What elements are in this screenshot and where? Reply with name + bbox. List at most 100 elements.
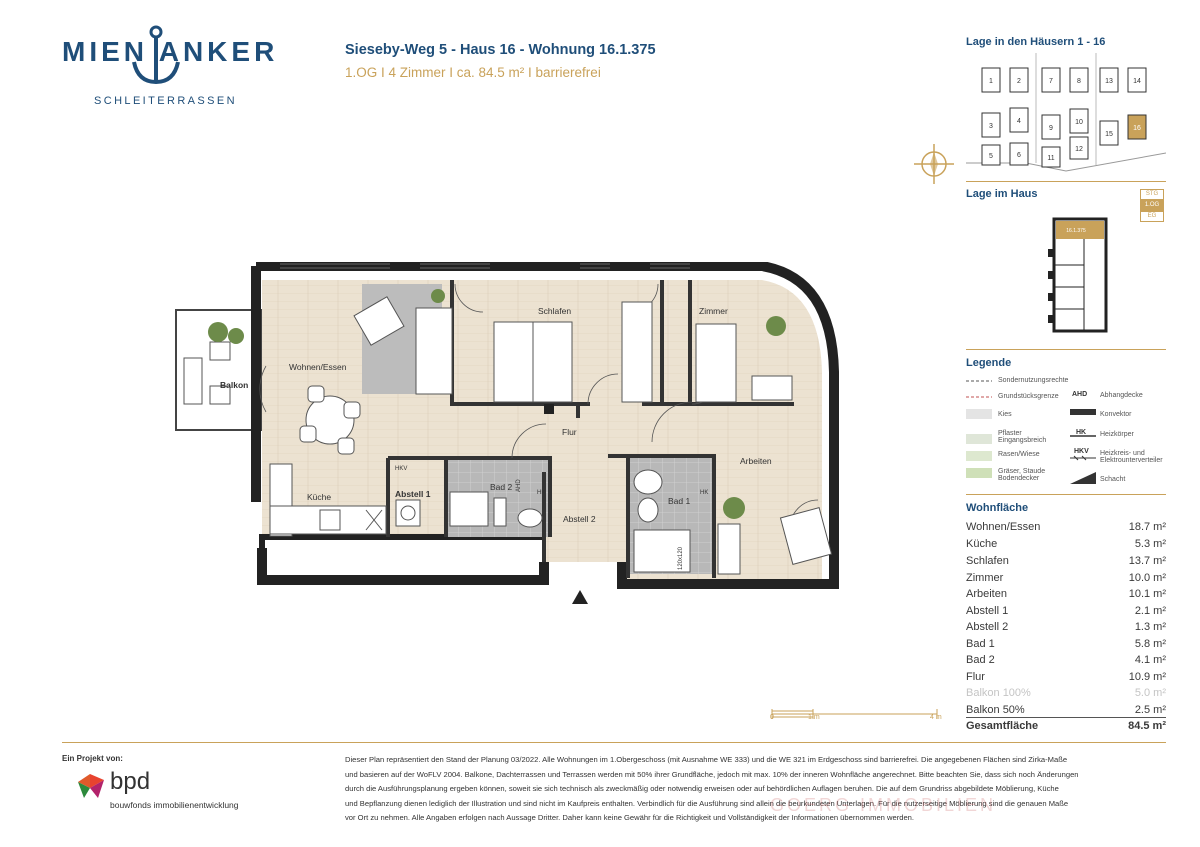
site-house-label: 2 <box>1017 78 1021 85</box>
area-value: 5.8 m² <box>1134 638 1166 650</box>
area-value: 10.0 m² <box>1128 572 1166 584</box>
area-value: 4.1 m² <box>1134 654 1166 666</box>
anchor-icon <box>132 25 180 85</box>
disclaimer-line: Dieser Plan repräsentiert den Stand der … <box>345 755 1068 764</box>
area-value: 10.1 m² <box>1128 588 1166 600</box>
room-label-balkon: Balkon <box>220 380 249 390</box>
logo-text: MIEN ANKER <box>62 36 279 67</box>
area-row: Balkon 50% 2.5 m² <box>966 704 1166 720</box>
area-name: Bad 2 <box>966 654 995 666</box>
area-value: 18.7 m² <box>1128 521 1166 533</box>
legend-code: HK <box>1076 429 1087 436</box>
bpd-logo-icon <box>78 774 104 798</box>
disclaimer-line: und Bepflanzung dienen lediglich der Ill… <box>345 798 1069 808</box>
site-house-label: 4 <box>1017 118 1021 125</box>
area-value: 5.3 m² <box>1134 538 1166 550</box>
logo-wordmark: MIEN ANKER <box>62 36 278 68</box>
area-name: Gesamtfläche <box>966 720 1039 732</box>
room-label-bad1: Bad 1 <box>668 496 691 506</box>
keyplan-unit-label: 16.1.375 <box>1066 228 1086 234</box>
footer-divider <box>62 742 1166 743</box>
disclaimer-line: durch die Ausführungsplanung ergeben kön… <box>345 784 1059 794</box>
area-value: 5.0 m² <box>1134 687 1166 699</box>
site-house-label: 15 <box>1105 131 1113 138</box>
room-label-flur: Flur <box>562 427 577 437</box>
logo-subtitle: SCHLEITERRASSEN <box>94 95 237 107</box>
area-name: Abstell 2 <box>966 621 1009 633</box>
area-value: 2.1 m² <box>1134 605 1166 617</box>
legend-code: AHD <box>1072 391 1088 398</box>
legend-label: Pflaster Eingangsbreich <box>998 430 1047 444</box>
site-house-label: 11 <box>1047 155 1054 162</box>
area-value: 1.3 m² <box>1134 621 1166 633</box>
legend-label: Sondernutzungsrechte <box>998 377 1069 384</box>
site-house-label: 12 <box>1075 146 1083 153</box>
area-row: Zimmer 10.0 m² <box>966 572 1166 588</box>
area-value: 84.5 m² <box>1128 720 1166 732</box>
plan-tag: AHD <box>516 479 522 492</box>
area-name: Küche <box>966 538 998 550</box>
plan-tag: 120x120 <box>678 546 684 570</box>
floor-level-list: STG 1.OG EG <box>1140 189 1164 222</box>
floor-level: STG <box>1140 189 1164 200</box>
legend-label: Konvektor <box>1100 411 1132 418</box>
scale-label: 0 <box>770 714 774 721</box>
plan-tag: HK <box>700 490 709 496</box>
site-house-label: 1 <box>989 78 993 85</box>
legend-label: Heizkreis- und Elektrounterverteiler <box>1100 450 1163 464</box>
page-subtitle: 1.OG I 4 Zimmer I ca. 84.5 m² I barriere… <box>345 65 601 80</box>
site-house-label: 10 <box>1075 119 1083 126</box>
legend-label: Gräser, Staude Bodendecker <box>998 468 1046 482</box>
area-name: Wohnen/Essen <box>966 521 1041 533</box>
plan-tag: HKV <box>395 466 408 472</box>
floor-plan <box>175 262 839 604</box>
area-name: Bad 1 <box>966 638 995 650</box>
legend-code: HKV <box>1074 448 1089 455</box>
area-row: Wohnen/Essen 18.7 m² <box>966 521 1166 537</box>
watermark: GOERG IMMOBILIEN <box>770 795 997 815</box>
plan-tag: HK <box>537 490 546 496</box>
area-value: 2.5 m² <box>1134 704 1166 716</box>
legend-label: Kies <box>998 411 1012 418</box>
floor-keyplan: 16.1.375 <box>1048 217 1108 333</box>
scale-label: 1 m <box>808 714 820 721</box>
area-name: Zimmer <box>966 572 1004 584</box>
area-name: Balkon 100% <box>966 687 1031 699</box>
site-house-label: 5 <box>989 153 993 160</box>
site-plan: 1 2 3 4 5 6 7 8 9 10 11 12 13 14 15 16 <box>966 53 1166 177</box>
compass-icon <box>914 144 954 184</box>
site-house-label: 14 <box>1133 78 1141 85</box>
area-row: Balkon 100% 5.0 m² <box>966 687 1166 703</box>
legend-heading: Legende <box>966 357 1012 369</box>
legend-label: Rasen/Wiese <box>998 451 1040 458</box>
area-row: Bad 2 4.1 m² <box>966 654 1166 670</box>
area-row: Küche 5.3 m² <box>966 538 1166 554</box>
divider <box>966 494 1166 495</box>
area-name: Schlafen <box>966 555 1009 567</box>
area-row: Bad 1 5.8 m² <box>966 638 1166 654</box>
project-label: Ein Projekt von: <box>62 754 123 763</box>
bpd-subtitle: bouwfonds immobilienentwicklung <box>110 800 239 810</box>
legend-label: Schacht <box>1100 476 1126 483</box>
site-house-label: 3 <box>989 123 993 130</box>
bpd-wordmark: bpd <box>110 768 151 795</box>
legend-label: Heizkörper <box>1100 431 1134 438</box>
area-name: Balkon 50% <box>966 704 1025 716</box>
divider <box>966 349 1166 350</box>
legend-label: Abhangdecke <box>1100 392 1143 399</box>
room-label-arbeiten: Arbeiten <box>740 456 772 466</box>
room-label-wohnen: Wohnen/Essen <box>289 362 347 372</box>
area-value: 10.9 m² <box>1128 671 1166 683</box>
site-heading: Lage in den Häusern 1 - 16 <box>966 36 1106 48</box>
divider <box>966 181 1166 182</box>
disclaimer-line: und basieren auf der WoFLV 2004. Balkone… <box>345 769 1079 779</box>
room-label-abstell1: Abstell 1 <box>395 489 431 499</box>
room-label-schlafen: Schlafen <box>538 306 572 316</box>
site-house-label: 8 <box>1077 78 1081 85</box>
legend-label: Grundstücksgrenze <box>998 393 1059 400</box>
area-total-row: Gesamtfläche 84.5 m² <box>966 720 1166 736</box>
total-rule <box>966 717 1166 718</box>
